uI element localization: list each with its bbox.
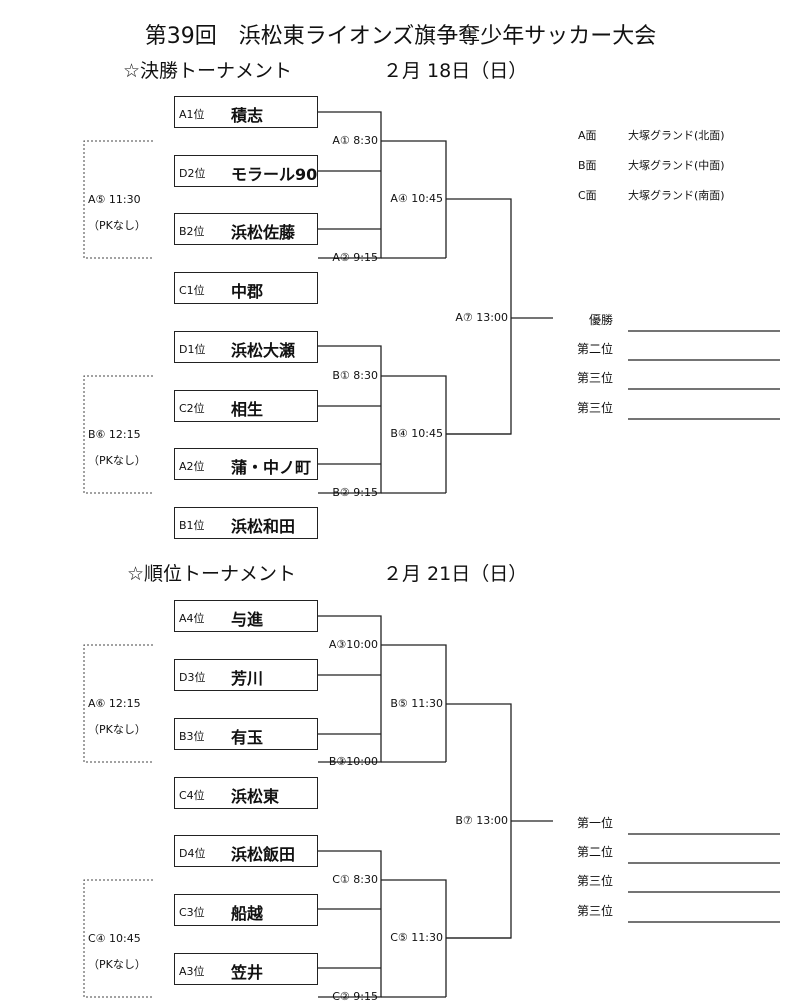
- ranking-heading: ☆順位トーナメント: [127, 563, 297, 585]
- venue-code: C面: [578, 189, 597, 202]
- match-label: C⑤ 11:30: [390, 931, 443, 944]
- team-name: 船越: [231, 904, 264, 923]
- team-box: A3位 笠井: [174, 953, 318, 985]
- venue-code: B面: [578, 159, 597, 172]
- team-box: B3位 有玉: [174, 718, 318, 750]
- side-match-note: （PKなし）: [88, 454, 146, 467]
- result-label: 第一位: [576, 816, 613, 830]
- team-rank: B1位: [179, 519, 205, 532]
- page-title: 第39回 浜松東ライオンズ旗争奪少年サッカー大会: [144, 24, 657, 49]
- side-match-note: （PKなし）: [88, 723, 146, 736]
- side-match-label: A⑤ 11:30: [88, 193, 141, 206]
- team-rank: A4位: [179, 612, 205, 625]
- team-box: D3位 芳川: [174, 659, 318, 691]
- team-box: D2位 モラール90: [174, 155, 318, 187]
- result-label: 第三位: [576, 904, 613, 918]
- venue-name: 大塚グランド(北面): [628, 129, 725, 142]
- team-box: C3位 船越: [174, 894, 318, 926]
- side-match-label: B⑥ 12:15: [88, 428, 141, 441]
- team-rank: D1位: [179, 343, 206, 356]
- team-box: C1位 中郡: [174, 272, 318, 304]
- team-box: C4位 浜松東: [174, 777, 318, 809]
- team-rank: C4位: [179, 789, 205, 802]
- team-box: D1位 浜松大瀬: [174, 331, 318, 363]
- result-label: 優勝: [588, 313, 613, 327]
- team-name: 浜松飯田: [231, 845, 296, 864]
- venue-name: 大塚グランド(南面): [628, 189, 725, 202]
- side-match-note: （PKなし）: [88, 219, 146, 232]
- match-label: A③10:00: [328, 638, 378, 651]
- match-label: A⑦ 13:00: [455, 311, 508, 324]
- result-label: 第二位: [576, 342, 613, 356]
- team-name: 浜松大瀬: [231, 341, 296, 360]
- team-name: 浜松東: [231, 787, 280, 806]
- team-name: 中郡: [231, 282, 264, 301]
- ranking-date: ２月 21日（日）: [383, 563, 528, 585]
- team-rank: A3位: [179, 965, 205, 978]
- team-rank: B2位: [179, 225, 205, 238]
- match-label: B③10:00: [328, 755, 378, 768]
- team-box: A1位 積志: [174, 96, 318, 128]
- match-label: B① 8:30: [332, 369, 378, 382]
- match-label: B④ 10:45: [390, 427, 443, 440]
- team-rank: D2位: [179, 167, 206, 180]
- venue-code: A面: [578, 129, 597, 142]
- result-label: 第三位: [576, 371, 613, 385]
- team-rank: D4位: [179, 847, 206, 860]
- side-match-label: C④ 10:45: [88, 932, 141, 945]
- team-name: 積志: [231, 106, 264, 125]
- team-rank: C2位: [179, 402, 205, 415]
- match-label: C① 8:30: [332, 873, 378, 886]
- final-heading: ☆決勝トーナメント: [123, 60, 293, 82]
- team-name: 浜松和田: [231, 517, 296, 536]
- match-label: B⑤ 11:30: [390, 697, 443, 710]
- side-match-label: A⑥ 12:15: [88, 697, 141, 710]
- team-box: D4位 浜松飯田: [174, 835, 318, 867]
- match-label: C② 9:15: [332, 990, 378, 1003]
- final-date: ２月 18日（日）: [383, 60, 528, 82]
- team-rank: A2位: [179, 460, 205, 473]
- team-rank: B3位: [179, 730, 205, 743]
- team-box: A2位 蒲・中ノ町: [174, 448, 318, 480]
- team-box: B1位 浜松和田: [174, 507, 318, 539]
- team-rank: D3位: [179, 671, 206, 684]
- match-label: B② 9:15: [332, 486, 378, 499]
- team-name: 笠井: [231, 963, 264, 982]
- team-rank: A1位: [179, 108, 205, 121]
- team-box: A4位 与進: [174, 600, 318, 632]
- team-name: 与進: [231, 610, 264, 629]
- team-box: C2位 相生: [174, 390, 318, 422]
- match-label: A④ 10:45: [390, 192, 443, 205]
- team-name: モラール90: [231, 165, 318, 184]
- team-name: 相生: [231, 400, 264, 419]
- team-name: 浜松佐藤: [231, 223, 296, 242]
- team-rank: C3位: [179, 906, 205, 919]
- side-match-note: （PKなし）: [88, 958, 146, 971]
- team-name: 有玉: [231, 728, 264, 747]
- match-label: B⑦ 13:00: [455, 814, 508, 827]
- team-box: B2位 浜松佐藤: [174, 213, 318, 245]
- result-label: 第三位: [576, 874, 613, 888]
- result-label: 第二位: [576, 845, 613, 859]
- match-label: A② 9:15: [332, 251, 378, 264]
- team-rank: C1位: [179, 284, 205, 297]
- team-name: 蒲・中ノ町: [231, 458, 312, 477]
- result-label: 第三位: [576, 401, 613, 415]
- venue-name: 大塚グランド(中面): [628, 159, 725, 172]
- match-label: A① 8:30: [332, 134, 378, 147]
- team-name: 芳川: [231, 669, 264, 688]
